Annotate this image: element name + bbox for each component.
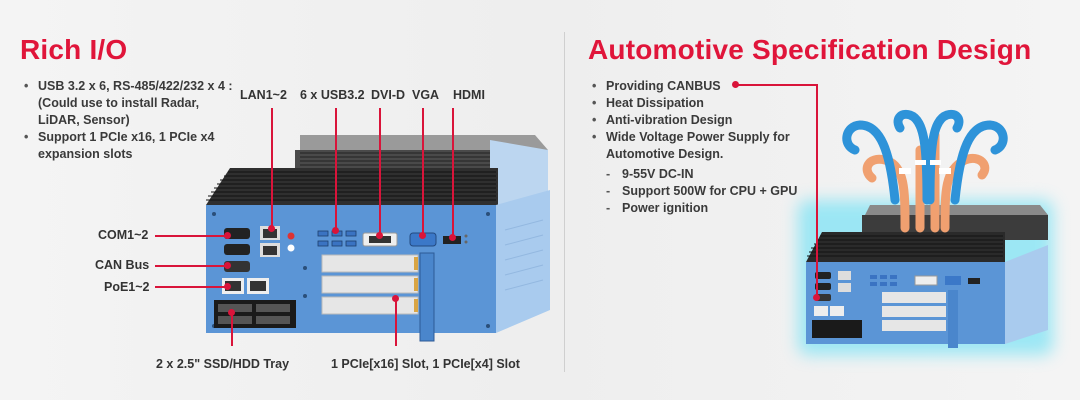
com-leader-dot xyxy=(224,232,231,239)
dvi-leader-line xyxy=(379,108,381,234)
label-vga: VGA xyxy=(412,88,440,102)
rich-io-title: Rich I/O xyxy=(20,34,128,65)
hdmi-leader-dot xyxy=(449,234,456,241)
section-divider xyxy=(564,32,565,372)
label-com: COM1~2 xyxy=(98,228,149,242)
ssd-leader-line xyxy=(231,312,233,346)
pcie-leader-dot xyxy=(392,295,399,302)
vga-leader-line xyxy=(422,108,424,234)
ssd-leader-dot xyxy=(228,309,235,316)
feature-vibration: Anti-vibration Design xyxy=(592,112,822,129)
feature-canbus: Providing CANBUS xyxy=(592,78,822,95)
rich-io-feature-list: USB 3.2 x 6, RS-485/422/232 x 4 : (Could… xyxy=(24,78,234,163)
hdmi-leader-line xyxy=(452,108,454,236)
label-can: CAN Bus xyxy=(95,258,150,272)
feature-usb-serial: USB 3.2 x 6, RS-485/422/232 x 4 : (Could… xyxy=(24,78,234,129)
can-leader-dot xyxy=(224,262,231,269)
sub-dcin: 9-55V DC-IN xyxy=(592,166,822,183)
lan-leader-dot xyxy=(268,225,275,232)
pcie-leader-line xyxy=(395,298,397,346)
lan-leader-line xyxy=(271,108,273,228)
label-hdmi: HDMI xyxy=(453,88,485,102)
canbus-leader-dot xyxy=(732,81,739,88)
usb-leader-dot xyxy=(332,227,339,234)
poe-leader-line xyxy=(155,286,227,288)
com-leader-line xyxy=(155,235,227,237)
usb-leader-line xyxy=(335,108,337,230)
label-lan: LAN1~2 xyxy=(240,88,287,102)
label-pcie: 1 PCIe[x16] Slot, 1 PCIe[x4] Slot xyxy=(331,357,520,371)
can-leader-line xyxy=(155,265,227,267)
canbus-leader-line-h xyxy=(736,84,818,86)
feature-wide-voltage: Wide Voltage Power Supply for Automotive… xyxy=(592,129,822,163)
poe-leader-dot xyxy=(224,283,231,290)
feature-heat: Heat Dissipation xyxy=(592,95,822,112)
label-usb: 6 x USB3.2 xyxy=(300,88,365,102)
feature-pcie: Support 1 PCIe x16, 1 PCIe x4 expansion … xyxy=(24,129,234,163)
canbus-target-dot xyxy=(813,294,820,301)
vga-leader-dot xyxy=(419,232,426,239)
dvi-leader-dot xyxy=(376,232,383,239)
automotive-title: Automotive Specification Design xyxy=(588,34,1032,65)
label-dvi: DVI-D xyxy=(371,88,406,102)
canbus-leader-line-v xyxy=(816,84,818,300)
label-ssd: 2 x 2.5" SSD/HDD Tray xyxy=(156,357,290,371)
automotive-feature-list: Providing CANBUS Heat Dissipation Anti-v… xyxy=(592,78,822,217)
sub-ignition: Power ignition xyxy=(592,200,822,217)
sub-500w: Support 500W for CPU + GPU xyxy=(592,183,822,200)
label-poe: PoE1~2 xyxy=(104,280,150,294)
